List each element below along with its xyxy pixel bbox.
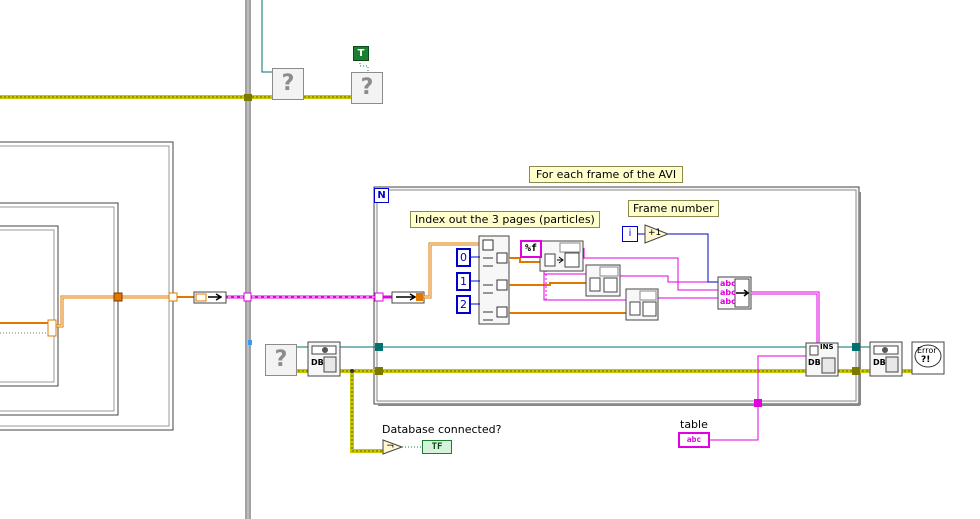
error-handler-mark: ?! bbox=[921, 355, 931, 365]
error-tunnel-top bbox=[244, 94, 252, 101]
refnum-wire-top bbox=[261, 0, 272, 73]
index-note: Index out the 3 pages (particles) bbox=[410, 211, 600, 228]
frame-number-note: Frame number bbox=[628, 200, 719, 217]
frame-number-wires bbox=[637, 233, 720, 283]
cluster-tunnel-frame bbox=[243, 292, 252, 302]
index-constant-2[interactable]: 2 bbox=[456, 295, 471, 314]
unknown-subvi-top-1[interactable]: ? bbox=[272, 68, 304, 100]
build-array-input-2: abc bbox=[720, 288, 736, 297]
not-symbol: ¬ bbox=[386, 441, 395, 452]
unknown-subvi-top-2[interactable]: ? bbox=[351, 72, 383, 104]
db-open-label: DB bbox=[311, 358, 324, 367]
increment-function[interactable] bbox=[644, 224, 670, 244]
db-insert-label: DB bbox=[808, 358, 821, 367]
breakpoint-marker bbox=[248, 340, 252, 345]
index-constant-0[interactable]: 0 bbox=[456, 248, 471, 267]
tunnel-left-3 bbox=[168, 292, 178, 302]
db-close-node[interactable] bbox=[869, 341, 903, 377]
tunnel-left-2 bbox=[113, 292, 123, 302]
count-terminal[interactable]: N bbox=[374, 188, 389, 203]
tunnel-left-1 bbox=[47, 319, 57, 337]
build-array-input-1: abc bbox=[720, 279, 736, 288]
build-array-input-3: abc bbox=[720, 297, 736, 306]
outer-structure-frames bbox=[0, 0, 251, 519]
boolean-wire-top bbox=[359, 60, 369, 72]
page-wires bbox=[509, 257, 626, 314]
error-tunnel-in bbox=[375, 367, 383, 375]
loop-label: For each frame of the AVI bbox=[529, 166, 684, 183]
cluster-conversion-node[interactable] bbox=[193, 291, 227, 304]
db-insert-ins-label: INS bbox=[820, 343, 834, 351]
iteration-terminal[interactable]: i bbox=[622, 226, 638, 242]
error-handler-label: Error bbox=[917, 346, 937, 355]
db-insert-node[interactable] bbox=[805, 342, 839, 377]
error-branch-wire bbox=[350, 369, 422, 453]
refnum-tunnel-in bbox=[375, 343, 383, 351]
array-to-spreadsheet-3[interactable] bbox=[625, 288, 659, 321]
db-open-node[interactable] bbox=[307, 341, 341, 377]
error-tunnel-out bbox=[852, 367, 860, 375]
index-constant-1[interactable]: 1 bbox=[456, 272, 471, 291]
build-array-node[interactable] bbox=[717, 276, 752, 310]
db-connected-indicator[interactable]: TF bbox=[422, 440, 452, 454]
index-array-function[interactable] bbox=[478, 235, 510, 325]
error-handler-node[interactable] bbox=[911, 341, 945, 375]
true-constant[interactable]: T bbox=[353, 46, 369, 61]
array-wire-to-index bbox=[424, 242, 480, 299]
increment-symbol: +1 bbox=[648, 228, 662, 238]
cluster-tunnel-loop bbox=[374, 292, 384, 302]
index-constant-wires bbox=[471, 256, 480, 305]
array-to-spreadsheet-1[interactable] bbox=[539, 240, 584, 272]
not-function[interactable] bbox=[382, 439, 404, 455]
table-control[interactable]: abc bbox=[678, 432, 710, 448]
db-connected-label: Database connected? bbox=[382, 423, 502, 436]
unbundle-node[interactable] bbox=[391, 291, 425, 304]
db-close-label: DB bbox=[873, 358, 886, 367]
refnum-tunnel-out bbox=[852, 343, 860, 351]
format-string-constant[interactable]: %f bbox=[520, 240, 542, 258]
array-to-spreadsheet-2[interactable] bbox=[585, 264, 621, 297]
unknown-subvi-db-path[interactable]: ? bbox=[265, 344, 297, 376]
table-tunnel bbox=[754, 399, 762, 407]
table-label: table bbox=[680, 418, 708, 431]
